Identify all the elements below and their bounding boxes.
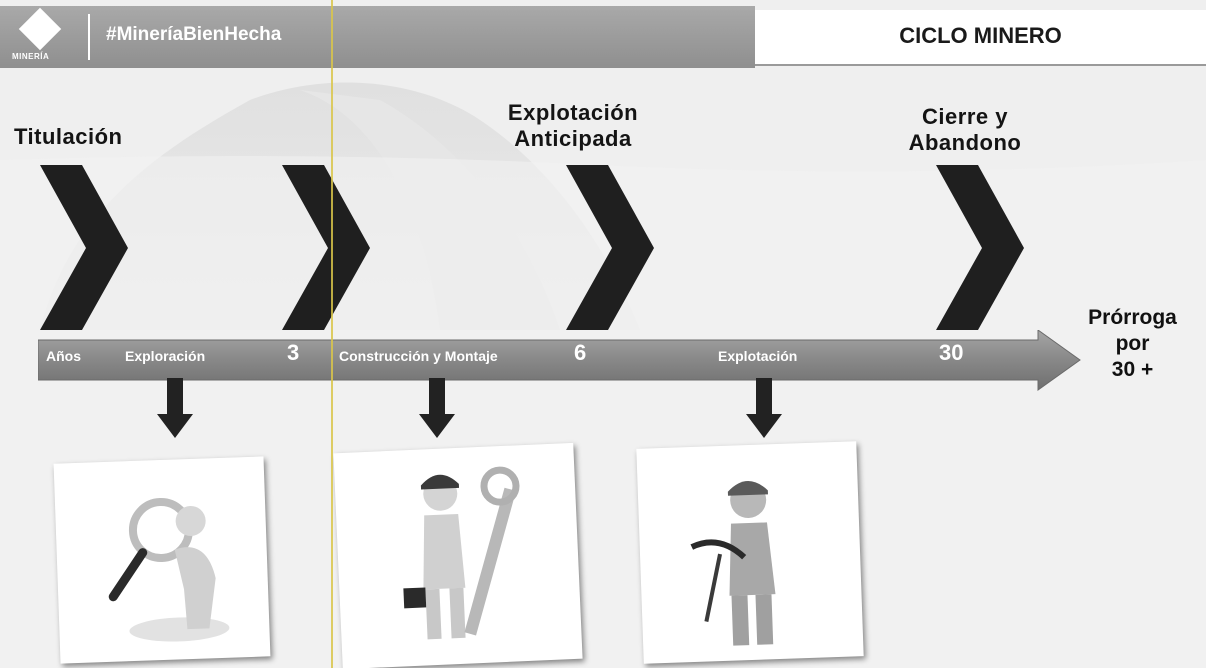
- construction-card: [333, 442, 583, 668]
- stage-label-explotacion-anticipada: Explotación Anticipada: [488, 100, 658, 152]
- exploitation-card: [636, 441, 864, 664]
- timeline-label-construccion: Construcción y Montaje: [339, 348, 498, 364]
- chevron-icon: [936, 165, 1024, 330]
- logo-caption: MINERÍA: [12, 52, 50, 61]
- down-arrow-icon: [419, 378, 455, 438]
- page-title: CICLO MINERO: [899, 23, 1062, 48]
- timeline-arrow: [38, 330, 1081, 391]
- timeline-year-30: 30: [939, 340, 964, 365]
- guide-line: [331, 0, 333, 668]
- timeline-label-explotacion: Explotación: [718, 348, 798, 364]
- stage-label-titulacion: Titulación: [14, 124, 123, 149]
- header-divider: [88, 14, 90, 60]
- exploration-card: [53, 456, 271, 664]
- timeline-label-anos: Años: [46, 348, 81, 364]
- timeline-year-6: 6: [574, 340, 587, 365]
- title-box: CICLO MINERO: [755, 10, 1206, 66]
- header-banner: MINERÍA #MineríaBienHecha: [0, 6, 755, 68]
- stage-label-line: Abandono: [908, 130, 1022, 155]
- hashtag-text: #MineríaBienHecha: [106, 24, 282, 45]
- down-arrow-icon: [746, 378, 782, 438]
- chevron-icon: [282, 165, 370, 330]
- timeline-year-3: 3: [287, 340, 300, 365]
- worker-wrench-icon: [403, 466, 520, 640]
- magnifier-figure-icon: [108, 498, 230, 642]
- down-arrow-icon: [157, 378, 193, 438]
- miner-pickaxe-icon: [690, 481, 776, 646]
- chevron-icon: [40, 165, 128, 330]
- prorroga-line: Prórroga: [1088, 306, 1177, 329]
- header-bar: MINERÍA #MineríaBienHecha CICLO MINERO: [0, 6, 1206, 68]
- stage-label-cierre: Cierre y Abandono: [880, 104, 1050, 156]
- stage-label-line: Cierre y: [922, 104, 1008, 129]
- stage-label-line: Anticipada: [514, 126, 632, 151]
- chevron-icon: [566, 165, 654, 330]
- prorroga-line: 30 +: [1111, 358, 1154, 381]
- prorroga-line: por: [1115, 332, 1150, 355]
- prorroga-label: Prórroga por 30 +: [1070, 305, 1195, 383]
- timeline-label-exploracion: Exploración: [125, 348, 206, 364]
- stage-label-line: Explotación: [507, 100, 639, 125]
